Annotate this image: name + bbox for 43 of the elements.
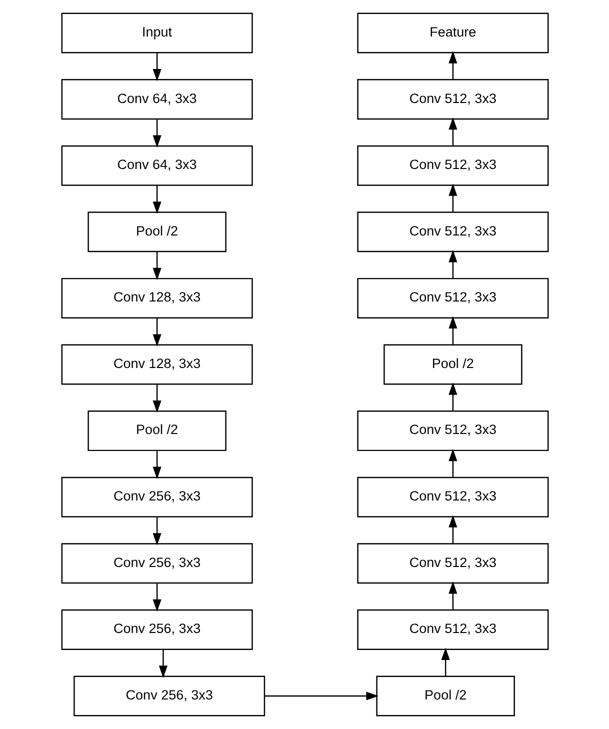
arrow — [448, 316, 457, 345]
node-box: Conv 512, 3x3 — [356, 476, 548, 518]
node-box: Feature — [356, 12, 548, 54]
arrow — [264, 692, 378, 700]
node-box: Pool /2 — [87, 212, 226, 252]
arrow — [440, 648, 450, 676]
node-box: Pool /2 — [383, 344, 522, 385]
arrow — [448, 448, 457, 478]
arrow — [152, 119, 161, 148]
arrow — [448, 515, 457, 544]
arrow — [448, 51, 457, 80]
node-box: Pool /2 — [87, 410, 226, 452]
arrow — [152, 52, 161, 82]
node-box: Conv 512, 3x3 — [356, 609, 548, 650]
arrow — [152, 516, 161, 546]
arrow — [152, 583, 161, 612]
node-box: Conv 128, 3x3 — [60, 344, 252, 385]
arrow — [448, 250, 457, 278]
arrow — [158, 650, 167, 678]
node-box: Conv 512, 3x3 — [356, 79, 548, 120]
node-box: Conv 128, 3x3 — [60, 278, 252, 318]
node-box: Conv 512, 3x3 — [356, 278, 548, 318]
arrow — [152, 318, 161, 346]
node-box: Pool /2 — [376, 676, 514, 716]
arrow — [152, 384, 161, 413]
arrow — [448, 117, 457, 146]
node-box: Conv 512, 3x3 — [356, 410, 548, 452]
arrow — [152, 450, 161, 480]
arrow — [448, 382, 457, 411]
node-box: Conv 256, 3x3 — [60, 609, 252, 650]
node-box: Conv 256, 3x3 — [60, 476, 252, 518]
arrow — [448, 581, 457, 610]
node-box: Conv 512, 3x3 — [356, 145, 548, 186]
node-box: Conv 512, 3x3 — [356, 543, 548, 584]
arrow — [152, 186, 161, 214]
node-box: Conv 256, 3x3 — [60, 543, 252, 584]
node-box: Conv 512, 3x3 — [356, 212, 548, 252]
node-box: Conv 64, 3x3 — [60, 145, 252, 186]
node-box: Conv 64, 3x3 — [60, 79, 252, 120]
node-box: Input — [60, 12, 252, 54]
arrow — [448, 184, 457, 212]
arrow — [152, 252, 161, 280]
node-box: Conv 256, 3x3 — [73, 676, 265, 716]
